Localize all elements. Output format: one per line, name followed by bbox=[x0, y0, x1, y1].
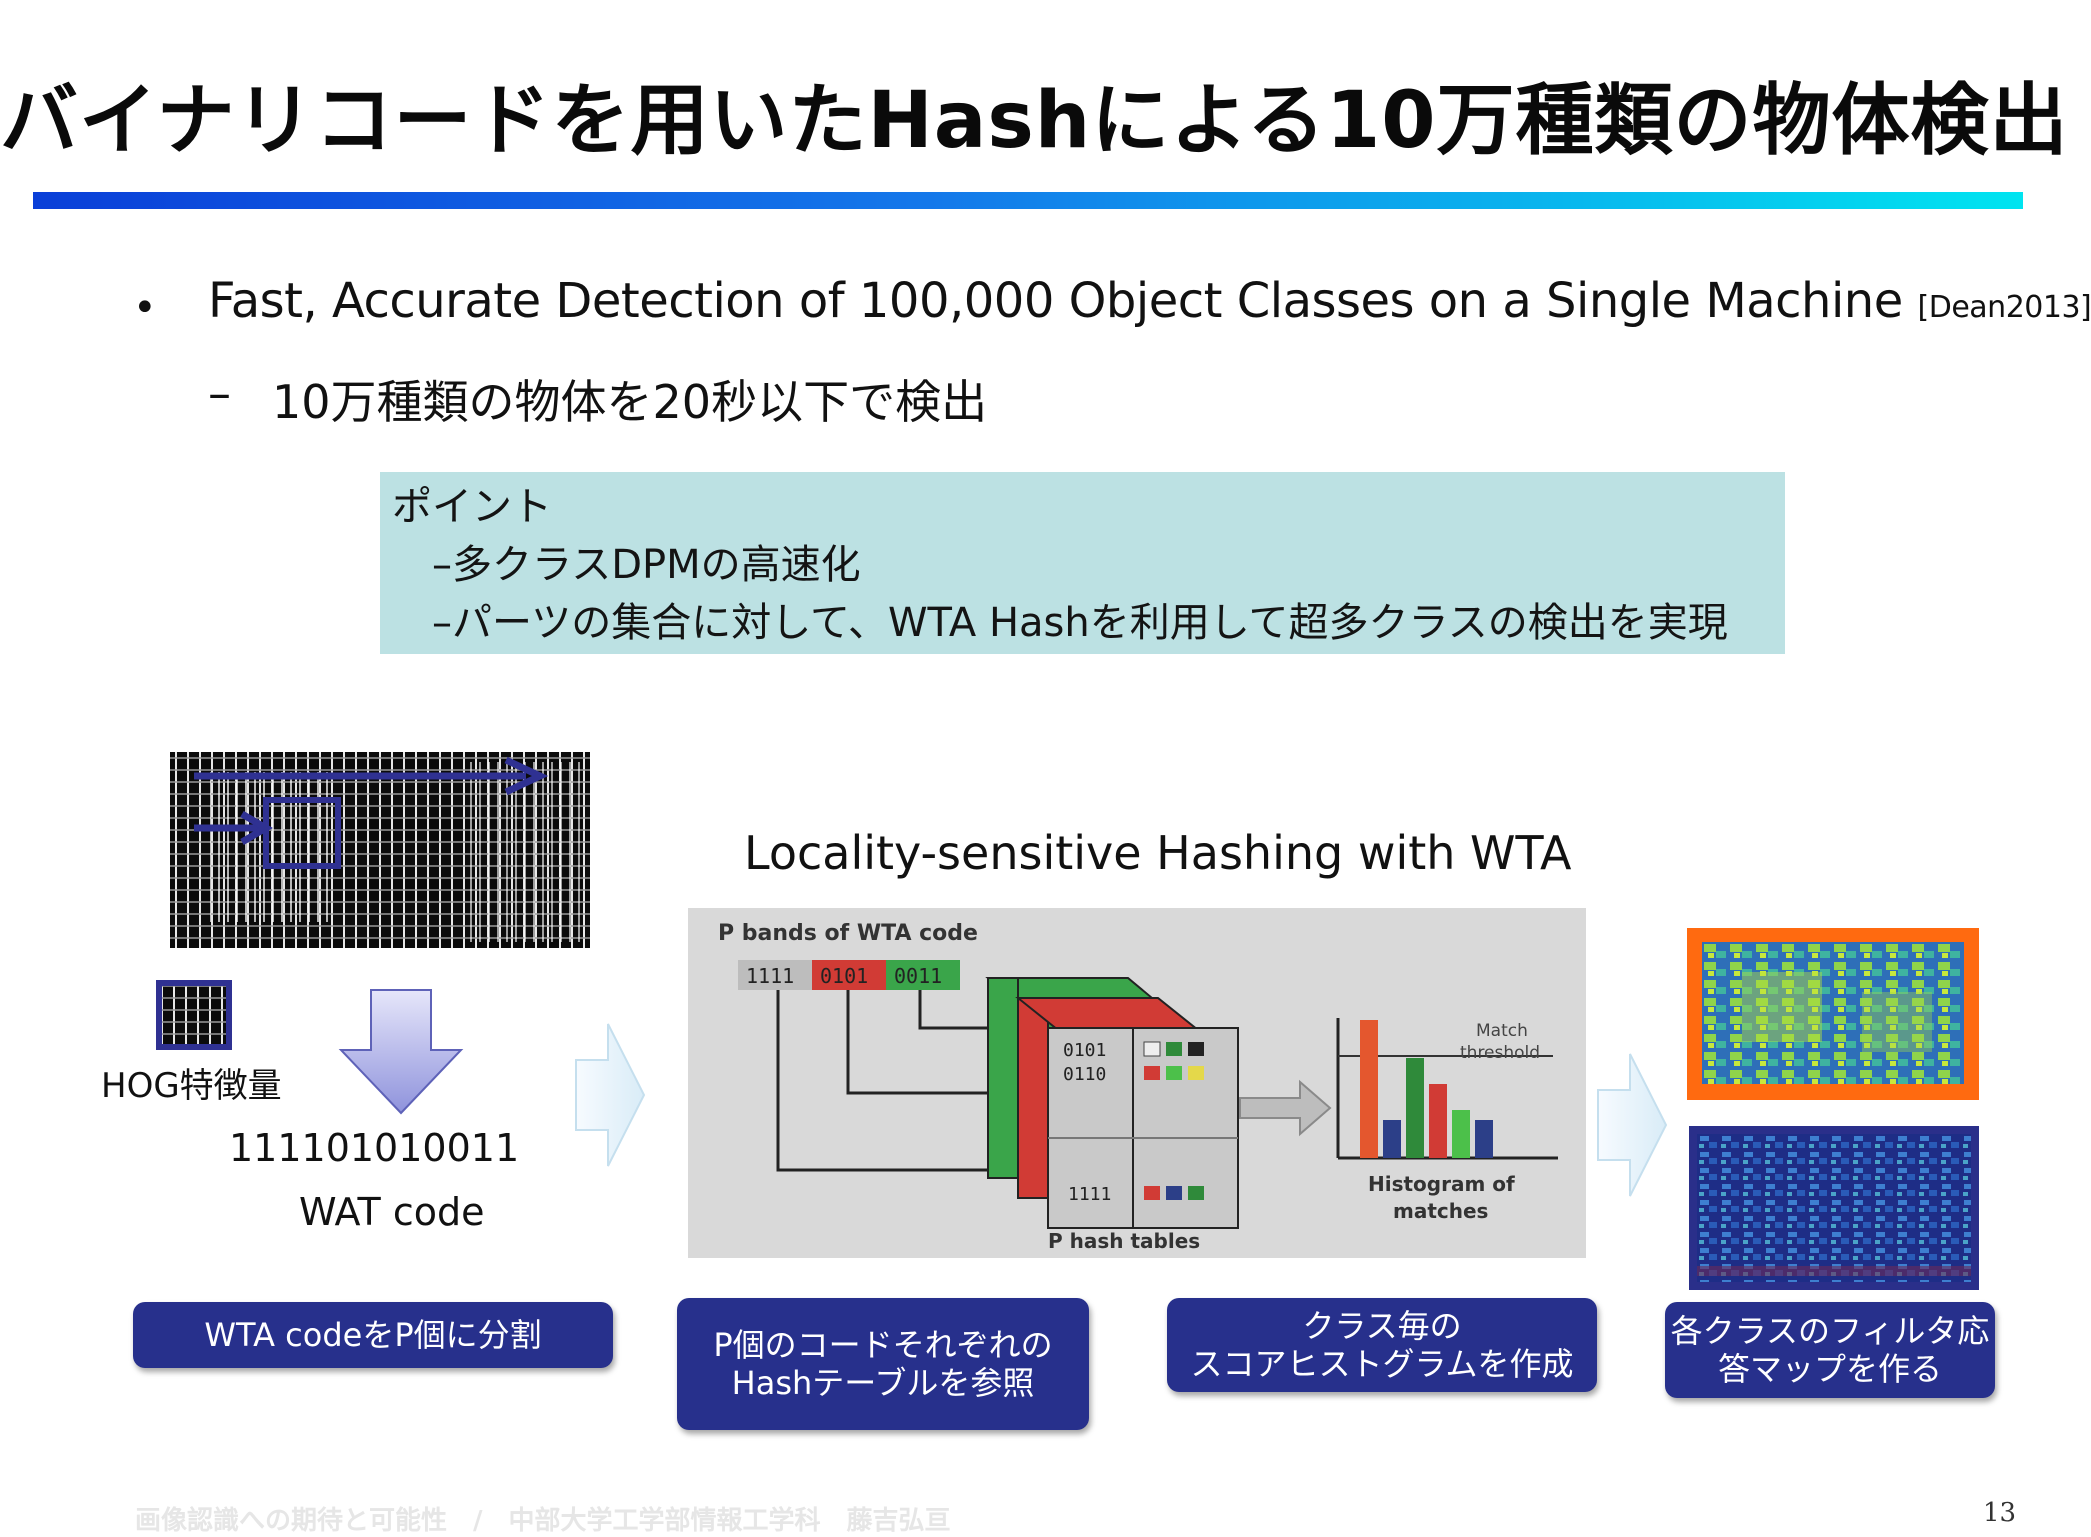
response-map-image bbox=[1697, 1134, 1971, 1282]
threshold-label: Match bbox=[1476, 1021, 1528, 1041]
point-item: –パーツの集合に対して、WTA Hashを利用して超多クラスの検出を実現 bbox=[432, 600, 1728, 646]
hog-patch-thumbnail bbox=[156, 980, 232, 1050]
point-box: ポイント –多クラスDPMの高速化 –パーツの集合に対して、WTA Hashを利… bbox=[380, 472, 1785, 654]
step-text: 答マップを作る bbox=[1717, 1350, 1942, 1388]
table-row-code: 0101 bbox=[1063, 1040, 1106, 1061]
figure-title: Locality-sensitive Hashing with WTA bbox=[744, 826, 1572, 880]
bullet-marker: • bbox=[133, 285, 157, 331]
hash-tables-label: P hash tables bbox=[1048, 1229, 1200, 1253]
band-code: 0011 bbox=[894, 964, 942, 988]
step-split-code: WTA codeをP個に分割 bbox=[133, 1302, 613, 1368]
sub-bullet-marker: – bbox=[208, 366, 231, 420]
histogram-label: matches bbox=[1393, 1199, 1488, 1223]
right-arrow-icon bbox=[575, 1023, 646, 1167]
step-build-histogram: クラス毎の スコアヒストグラムを作成 bbox=[1167, 1298, 1597, 1392]
response-map-image bbox=[1702, 942, 1964, 1084]
step-lookup-hash: P個のコードそれぞれの Hashテーブルを参照 bbox=[677, 1298, 1089, 1430]
step-text: WTA codeをP個に分割 bbox=[204, 1316, 542, 1354]
citation: [Dean2013] bbox=[1917, 290, 2091, 325]
title-underline bbox=[33, 192, 2023, 209]
down-arrow-icon bbox=[338, 989, 464, 1115]
step-text: スコアヒストグラムを作成 bbox=[1190, 1345, 1574, 1383]
sub-bullet-text: 10万種類の物体を20秒以下で検出 bbox=[272, 375, 988, 429]
code-label: WAT code bbox=[299, 1190, 485, 1234]
step-text: Hashテーブルを参照 bbox=[731, 1364, 1035, 1402]
histogram-label: Histogram of bbox=[1368, 1172, 1515, 1196]
bullet-paper-text: Fast, Accurate Detection of 100,000 Obje… bbox=[208, 273, 1903, 329]
step-text: P個のコードそれぞれの bbox=[713, 1326, 1053, 1364]
band-code: 1111 bbox=[746, 964, 794, 988]
hog-label: HOG特徴量 bbox=[101, 1066, 282, 1106]
slide-title: バイナリコードを用いたHashによる10万種類の物体検出 bbox=[0, 76, 2069, 166]
slide-footer: 画像認識への期待と可能性 / 中部大学工学部情報工学科 藤吉弘亘 bbox=[135, 1506, 951, 1536]
right-arrow-icon bbox=[1597, 1053, 1668, 1197]
step-text: 各クラスのフィルタ応 bbox=[1670, 1312, 1990, 1350]
band-code: 0101 bbox=[820, 964, 868, 988]
bullet-paper: Fast, Accurate Detection of 100,000 Obje… bbox=[208, 273, 2091, 329]
hog-feature-image bbox=[170, 752, 590, 948]
lsh-diagram: P bands of WTA code 1111 0101 0011 0101 … bbox=[718, 921, 1558, 1253]
point-item: –多クラスDPMの高速化 bbox=[432, 542, 861, 588]
threshold-label: threshold bbox=[1460, 1043, 1540, 1063]
step-text: クラス毎の bbox=[1302, 1307, 1462, 1345]
bands-label: P bands of WTA code bbox=[718, 921, 978, 946]
table-row-code: 0110 bbox=[1063, 1064, 1106, 1085]
step-response-map: 各クラスのフィルタ応 答マップを作る bbox=[1665, 1302, 1995, 1398]
binary-code: 111101010011 bbox=[229, 1126, 520, 1170]
table-row-code: 1111 bbox=[1068, 1184, 1111, 1205]
point-heading: ポイント bbox=[392, 484, 552, 530]
page-number: 13 bbox=[1983, 1498, 2017, 1528]
